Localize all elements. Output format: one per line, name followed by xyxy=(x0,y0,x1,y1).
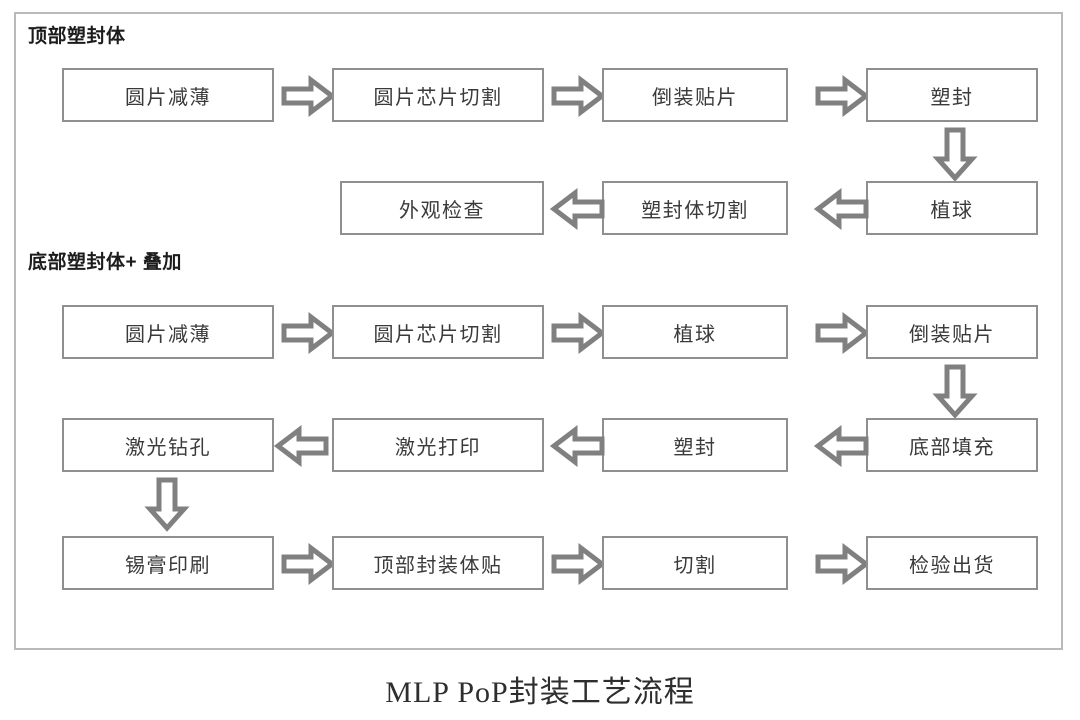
arrow-right-icon xyxy=(281,311,337,355)
section-header-top-molded-body: 顶部塑封体 xyxy=(28,26,126,47)
process-box-mold-singulation-top[interactable]: 塑封体切割 xyxy=(602,181,788,235)
arrow-down-icon xyxy=(932,127,978,182)
process-box-flip-chip-bonding-bottom[interactable]: 倒装贴片 xyxy=(866,305,1038,359)
arrow-right-icon xyxy=(815,74,871,118)
process-box-solder-paste-printing[interactable]: 锡膏印刷 xyxy=(62,536,274,590)
process-box-molding-top[interactable]: 塑封 xyxy=(866,68,1038,122)
process-box-laser-drilling[interactable]: 激光钻孔 xyxy=(62,418,274,472)
arrow-right-icon xyxy=(281,74,337,118)
process-box-underfill[interactable]: 底部填充 xyxy=(866,418,1038,472)
process-box-wafer-thinning-top[interactable]: 圆片减薄 xyxy=(62,68,274,122)
arrow-right-icon xyxy=(815,311,871,355)
arrow-down-icon xyxy=(932,364,978,419)
arrow-right-icon xyxy=(551,74,607,118)
process-box-ball-mounting-top[interactable]: 植球 xyxy=(866,181,1038,235)
diagram-caption: MLP PoP封装工艺流程 xyxy=(385,676,695,709)
arrow-right-icon xyxy=(281,542,337,586)
arrow-down-icon xyxy=(144,477,190,532)
arrow-left-icon xyxy=(549,424,605,468)
process-box-visual-inspection-top[interactable]: 外观检查 xyxy=(340,181,544,235)
section-header-bottom-molded-body-stacking: 底部塑封体+ 叠加 xyxy=(28,252,182,273)
arrow-left-icon xyxy=(813,187,869,231)
arrow-right-icon xyxy=(815,542,871,586)
process-box-singulation[interactable]: 切割 xyxy=(602,536,788,590)
arrow-left-icon xyxy=(549,187,605,231)
process-box-molding-bottom[interactable]: 塑封 xyxy=(602,418,788,472)
process-box-wafer-thinning-bottom[interactable]: 圆片减薄 xyxy=(62,305,274,359)
process-box-top-package-attach[interactable]: 顶部封装体贴 xyxy=(332,536,544,590)
process-box-ball-mounting-bottom[interactable]: 植球 xyxy=(602,305,788,359)
process-box-flip-chip-bonding-top[interactable]: 倒装贴片 xyxy=(602,68,788,122)
process-box-wafer-dicing-top[interactable]: 圆片芯片切割 xyxy=(332,68,544,122)
process-box-wafer-dicing-bottom[interactable]: 圆片芯片切割 xyxy=(332,305,544,359)
process-box-laser-marking[interactable]: 激光打印 xyxy=(332,418,544,472)
arrow-right-icon xyxy=(551,311,607,355)
arrow-right-icon xyxy=(551,542,607,586)
arrow-left-icon xyxy=(273,424,329,468)
arrow-left-icon xyxy=(813,424,869,468)
process-box-inspection-shipment[interactable]: 检验出货 xyxy=(866,536,1038,590)
